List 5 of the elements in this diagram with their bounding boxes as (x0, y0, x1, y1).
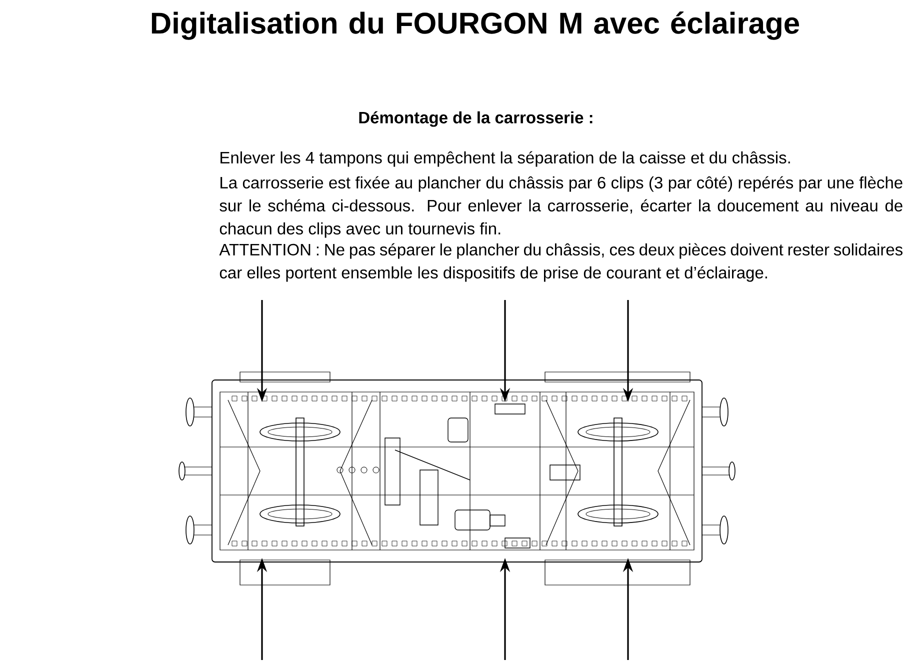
paragraph: Enlever les 4 tampons qui empêchent la séparation de la caisse et du châssis. (220, 151, 790, 167)
paragraph: La carrosserie est fixée au plancher du châssis par 6 clips (3 par côté) repérés par une flèche sur le schéma ci-dessous. Pour enlever la carrosserie, écarter la doucement au niveau de chacun des clips avec un tournevis fin. (220, 176, 902, 238)
title: Digitalisation du FOURGON M avec éclairage (152, 12, 800, 40)
section-heading: Démontage de la carrosserie : (359, 111, 592, 127)
paragraph: ATTENTION : Ne pas séparer le plancher du châssis, ces deux pièces doivent rester solidaires car elles portent ensemble les dispositifs de prise de courant et d’éclairage. (219, 243, 902, 282)
